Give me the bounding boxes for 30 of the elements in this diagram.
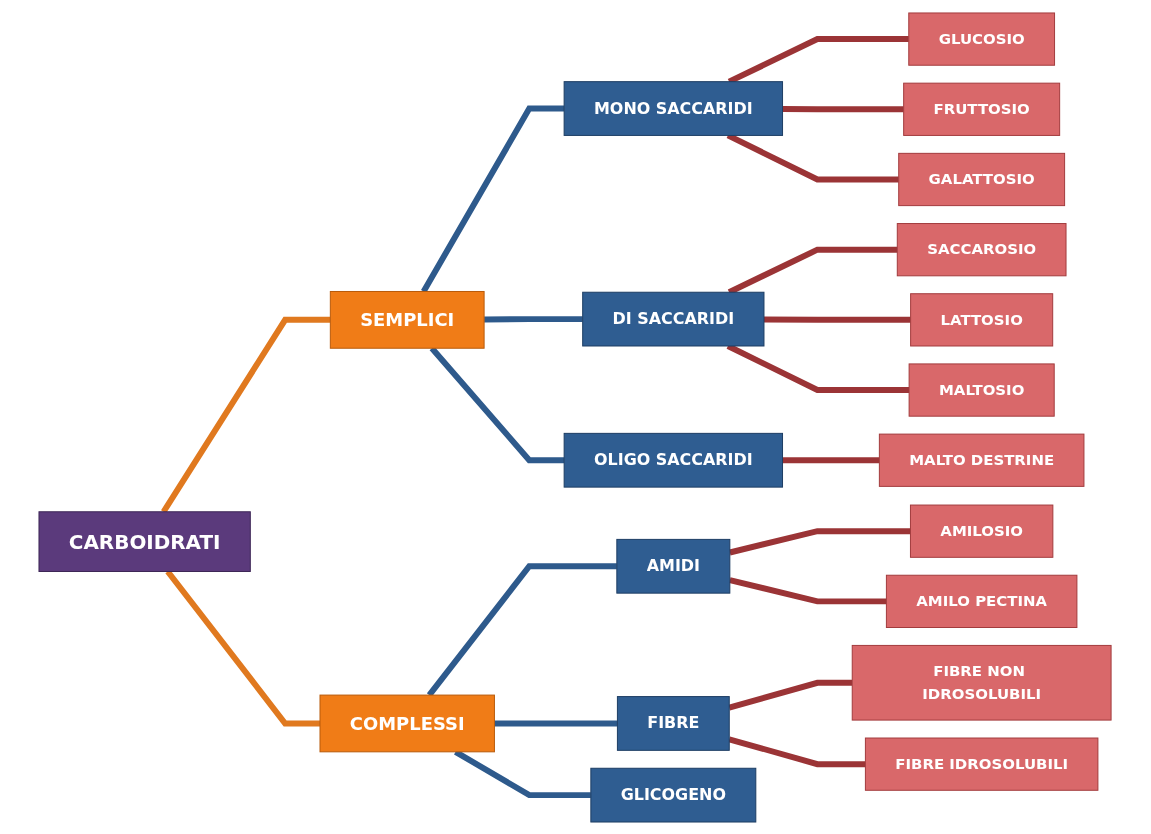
node-box: MALTOSIO: [909, 362, 1056, 417]
connector: [729, 527, 911, 555]
connector: [728, 735, 866, 767]
node-box: GLICOGENO: [590, 767, 757, 822]
node-box: SACCAROSIO: [897, 222, 1067, 276]
node-box: OLIGO SACCARIDI: [564, 432, 784, 488]
node-box: GALATTOSIO: [898, 152, 1066, 206]
connector: [764, 316, 912, 323]
connector: [783, 456, 880, 463]
node-box: AMIDI: [616, 538, 731, 594]
node-box: FIBRE NON IDROSOLUBILI: [852, 644, 1113, 721]
node-box: DI SACCARIDI: [582, 291, 765, 346]
node-box: FIBRE: [617, 695, 731, 751]
node-box: MONO SACCARIDI: [564, 80, 784, 136]
node-box: COMPLESSI: [319, 694, 496, 752]
node-box: AMILOSIO: [910, 504, 1054, 558]
connector: [484, 315, 584, 322]
node-box: CARBOIDRATI: [38, 510, 252, 572]
connector: [729, 576, 887, 604]
connector: [728, 679, 853, 711]
node-box: FRUTTOSIO: [903, 82, 1061, 136]
connector: [783, 105, 905, 112]
node-box: SEMPLICI: [330, 290, 486, 349]
connector: [161, 316, 331, 513]
node-box: LATTOSIO: [910, 292, 1054, 346]
node-box: AMILO PECTINA: [886, 574, 1078, 628]
node-box: MALTO DESTRINE: [879, 433, 1085, 487]
node-box: GLUCOSIO: [908, 11, 1056, 66]
node-box: FIBRE IDROSOLUBILI: [865, 737, 1099, 791]
connector: [494, 719, 618, 726]
